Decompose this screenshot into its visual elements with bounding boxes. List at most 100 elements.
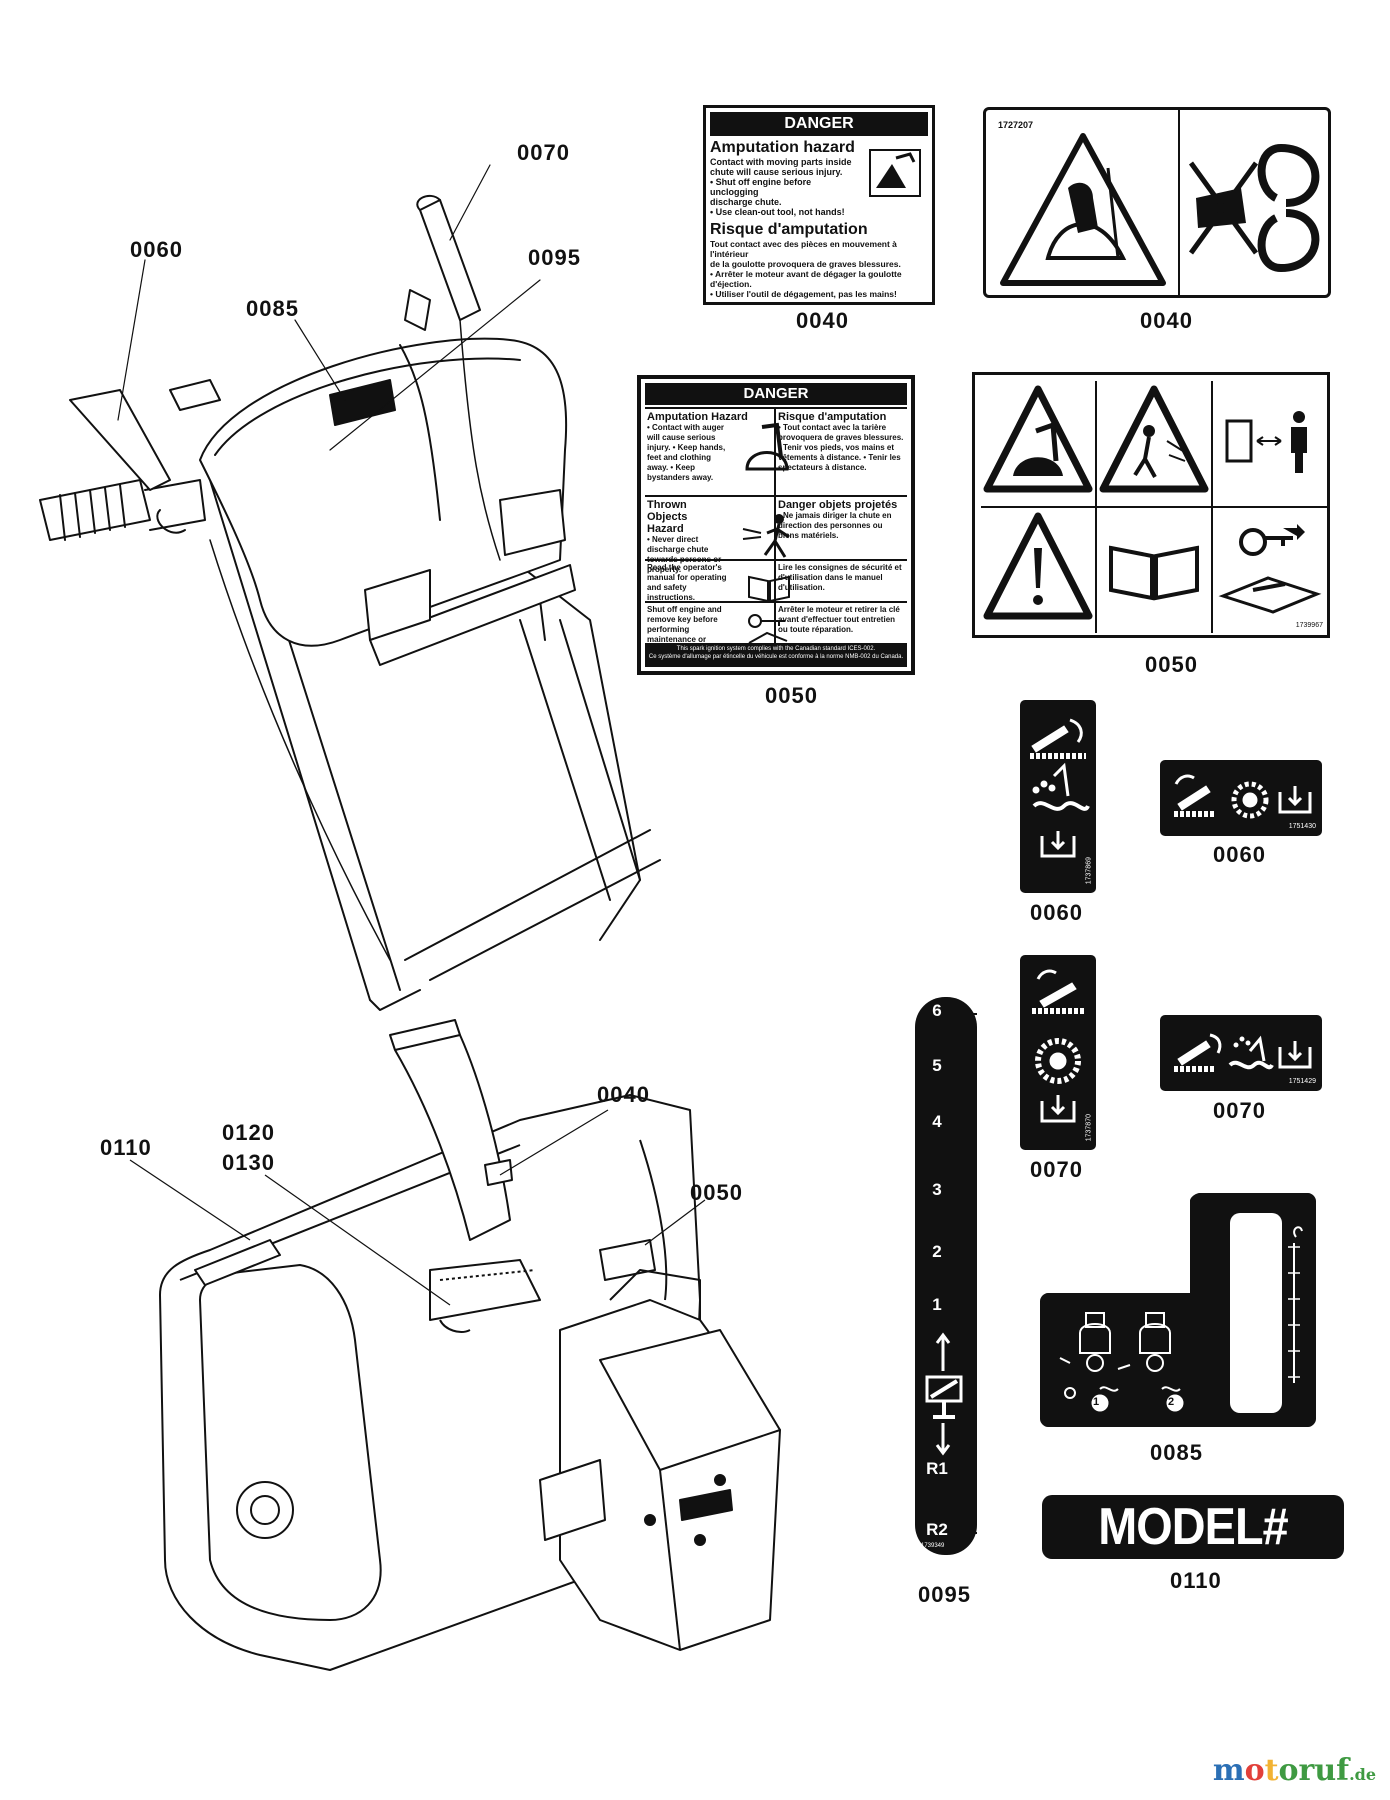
line-fr: Tout contact avec des pièces en mouvemen… (710, 239, 897, 259)
thrown-object-warning-icon (1099, 385, 1209, 493)
line-en: discharge chute. (710, 197, 782, 207)
decal-code: 1751430 (1288, 823, 1316, 830)
decal-0070-vertical: 1737870 (1020, 955, 1096, 1150)
danger-header: DANGER (645, 383, 907, 405)
hand-cut-warning-icon (1000, 133, 1166, 286)
decal-0060-vertical: 1737869 (1020, 700, 1096, 893)
line-fr: d'éjection. (710, 279, 752, 289)
caption-0040-b: 0040 (1140, 308, 1193, 333)
watermark-suffix: .de (1349, 1765, 1376, 1784)
position-1-label: 1 (1093, 1396, 1100, 1408)
model-number-text: MODEL# (1098, 1498, 1289, 1556)
decal-code: 1739349 (921, 1543, 945, 1549)
callout-0130: 0130 (222, 1150, 275, 1175)
decal-code: 1737869 (1085, 857, 1092, 885)
cell-text: • Contact with auger will cause serious … (647, 423, 726, 482)
caption-0095: 0095 (918, 1582, 971, 1607)
callout-0060: 0060 (130, 237, 183, 262)
key-maintenance-icon (1218, 524, 1322, 614)
cell: Risque d'amputation • Tout contact avec … (776, 409, 907, 497)
cell (981, 381, 1097, 508)
line-fr: de la goulotte provoquera de graves bles… (710, 259, 901, 269)
cell (1097, 508, 1213, 633)
title-en: Amputation hazard (710, 139, 855, 156)
position-2-label: 2 (1168, 1396, 1175, 1408)
decal-code: 1739967 (1295, 622, 1323, 629)
read-manual-icon (1109, 545, 1199, 601)
speed-mark: R2 (926, 1520, 948, 1539)
thrown-objects-icon (742, 514, 790, 558)
cell: Lire les consignes de sécurité et d'util… (776, 561, 907, 603)
line-en: chute will cause serious injury. (710, 167, 843, 177)
cell: 1739967 (1213, 508, 1327, 633)
callout-0050: 0050 (690, 1180, 743, 1205)
drive-lever-vertical-icon (1032, 969, 1084, 1123)
cell-title: Thrown Objects Hazard (647, 499, 688, 535)
callout-0095: 0095 (528, 245, 581, 270)
key-removal-icon (748, 614, 788, 644)
caption-0085: 0085 (1150, 1440, 1203, 1465)
line-fr: • Arrêter le moteur avant de dégager la … (710, 269, 902, 279)
watermark-logo: motoruf.de (1213, 1753, 1376, 1788)
danger-header: DANGER (710, 112, 928, 136)
callout-0110: 0110 (100, 1135, 152, 1160)
speed-ticks (925, 1013, 977, 1534)
caption-0060-h: 0060 (1213, 842, 1266, 867)
drive-lever-icon (1174, 774, 1312, 819)
speed-mark: 4 (932, 1112, 942, 1131)
decal-0110-model-number: MODEL# (1042, 1495, 1344, 1559)
watermark-main: motoruf (1212, 1753, 1350, 1788)
hand-in-chute-icon (869, 149, 921, 197)
decal-0050-pictogram-grid: 1739967 (972, 372, 1330, 638)
speed-mark: 1 (932, 1295, 942, 1314)
callout-0085: 0085 (246, 296, 299, 321)
decal-0085-chute-control (1040, 1193, 1316, 1427)
caption-0060-v: 0060 (1030, 900, 1083, 925)
auger-hazard-icon (745, 422, 789, 471)
cell-text: • Tout contact avec la tarière provoquer… (778, 423, 904, 472)
cell-text: • Never direct discharge chute towards p… (647, 535, 722, 574)
cell-text: Arrêter le moteur et retirer la clé avan… (778, 605, 900, 634)
cell-text: Read the operator's manual for operating… (647, 563, 727, 602)
cell: Read the operator's manual for operating… (645, 561, 776, 603)
cell (1097, 381, 1213, 508)
cell-text: Lire les consignes de sécurité et d'util… (778, 563, 902, 592)
keep-distance-icon (1225, 411, 1307, 473)
no-hands-icon (1188, 144, 1320, 272)
speed-mark: 6 (932, 1001, 942, 1020)
cell-title: Amputation Hazard (647, 411, 748, 423)
decal-code: 1727207 (998, 120, 1034, 130)
auger-lever-icon (1030, 718, 1090, 858)
cell (981, 508, 1097, 633)
footer-en: This spark ignition system complies with… (676, 646, 876, 652)
decal-0050-safety-text: DANGER Amputation Hazard • Contact with … (637, 375, 915, 675)
decal-0070-horizontal: 1751429 (1160, 1015, 1322, 1091)
line-en: Contact with moving parts inside (710, 157, 852, 167)
title-fr: Risque d'amputation (710, 221, 868, 238)
decal-0040-pictogram: 1727207 (983, 107, 1331, 298)
callout-0040: 0040 (597, 1082, 650, 1107)
caption-0110: 0110 (1170, 1568, 1222, 1593)
line-fr: • Utiliser l'outil de dégagement, pas le… (710, 289, 897, 299)
callout-0120: 0120 (222, 1120, 275, 1145)
caption-0070-h: 0070 (1213, 1098, 1266, 1123)
caption-0070-v: 0070 (1030, 1157, 1083, 1182)
cell-title: Risque d'amputation (778, 411, 887, 423)
speed-mark: 2 (932, 1242, 942, 1261)
line-en: • Shut off engine before unclogging (710, 177, 812, 197)
speed-mark: R1 (926, 1459, 948, 1478)
caption-0040-a: 0040 (796, 308, 849, 333)
auger-warning-icon (983, 385, 1093, 493)
cell-title: Danger objets projetés (778, 499, 898, 511)
decal-code: 1751429 (1288, 1078, 1316, 1085)
caption-0050-b: 0050 (1145, 652, 1198, 677)
cell-text: • Ne jamais diriger la chute en directio… (778, 511, 892, 540)
cell (1213, 381, 1327, 508)
footer-fr: Ce système d'allumage par étincelle du v… (648, 654, 904, 660)
decal-0060-horizontal: 1751430 (1160, 760, 1322, 836)
speed-mark: 5 (932, 1056, 942, 1075)
manual-book-icon (748, 575, 790, 603)
cell: Danger objets projetés • Ne jamais dirig… (776, 497, 907, 561)
